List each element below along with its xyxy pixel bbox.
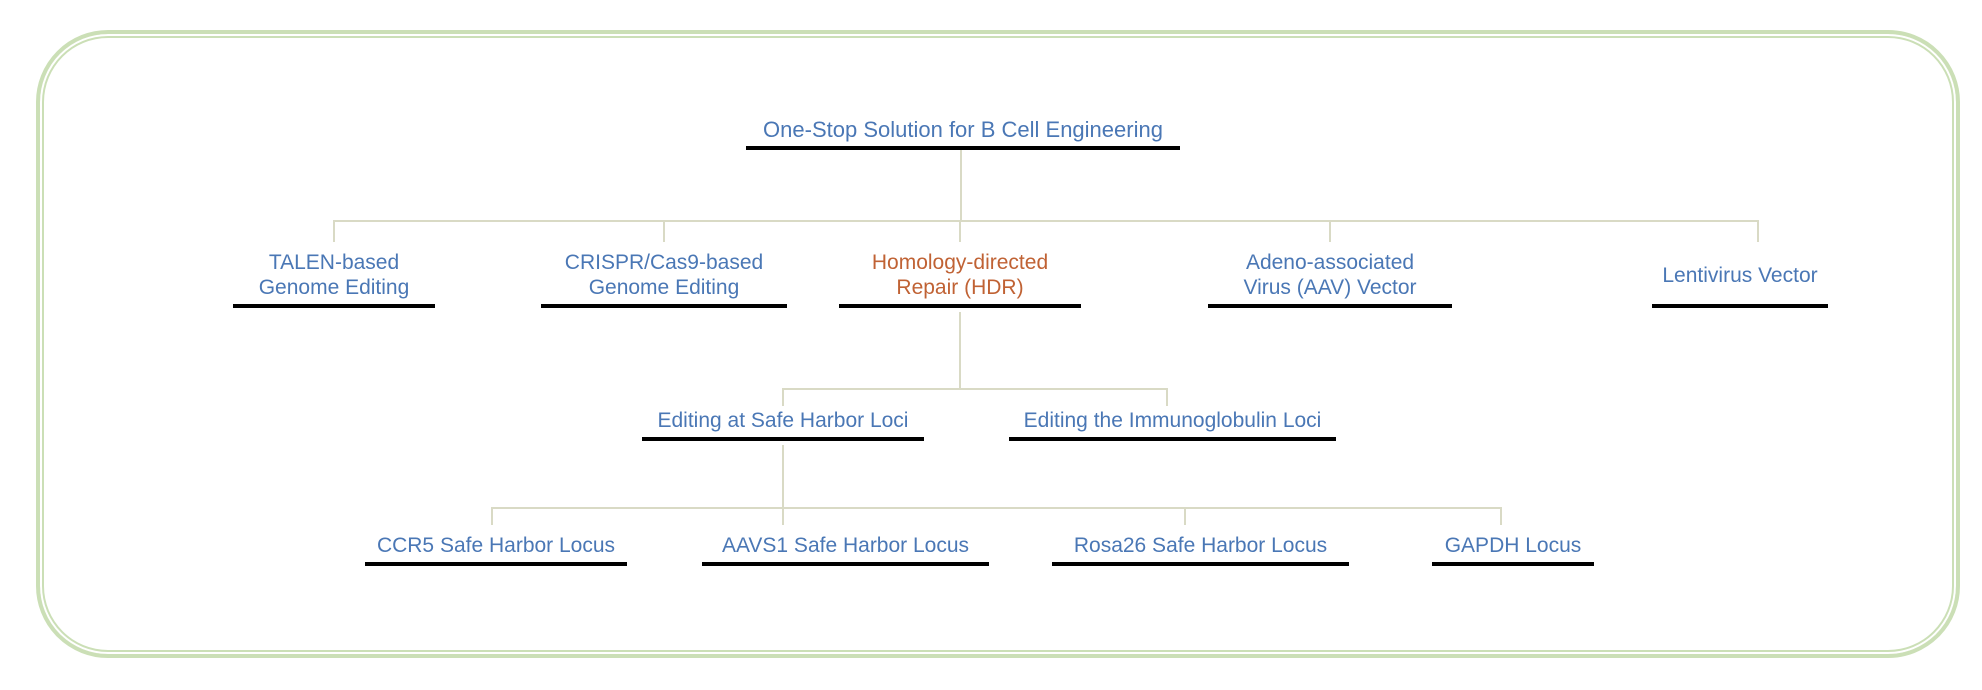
node-editing-at-safe-harbor-loci: Editing at Safe Harbor Loci [642, 403, 924, 441]
connector-drop-lentivirus [1757, 220, 1759, 242]
node-one-stop-solution: One-Stop Solution for B Cell Engineering [746, 112, 1180, 150]
node-underline [746, 146, 1180, 150]
node-ccr5-safe-harbor-locus: CCR5 Safe Harbor Locus [365, 528, 627, 566]
node-rosa26-safe-harbor-locus: Rosa26 Safe Harbor Locus [1052, 528, 1349, 566]
node-label: CRISPR/Cas9-based Genome Editing [564, 251, 764, 299]
node-lentivirus-vector: Lentivirus Vector [1652, 246, 1828, 308]
node-label: Adeno-associated Virus (AAV) Vector [1243, 251, 1417, 299]
node-underline [702, 562, 989, 566]
node-label: CCR5 Safe Harbor Locus [376, 533, 616, 557]
diagram-frame [36, 30, 1960, 658]
connector-drop-talen [333, 220, 335, 242]
connector-drop-crispr [663, 220, 665, 242]
connector-drop-immunoglobulin [1166, 388, 1168, 406]
connector-hdr-stem [959, 312, 961, 390]
node-label: Editing the Immunoglobulin Loci [1023, 408, 1322, 432]
node-underline [642, 437, 924, 441]
node-label: Lentivirus Vector [1662, 263, 1818, 287]
node-gapdh-locus: GAPDH Locus [1432, 528, 1594, 566]
node-adeno-associated-virus-vector: Adeno-associated Virus (AAV) Vector [1208, 246, 1452, 308]
node-underline [233, 304, 435, 308]
node-underline [1652, 304, 1828, 308]
node-label: Editing at Safe Harbor Loci [657, 408, 909, 432]
connector-safe-harbor-stem [782, 445, 784, 525]
node-label: Homology-directed Repair (HDR) [871, 251, 1049, 299]
connector-level4-rail [491, 507, 1502, 509]
node-editing-the-immunoglobulin-loci: Editing the Immunoglobulin Loci [1009, 403, 1336, 441]
node-underline [1432, 562, 1594, 566]
connector-drop-ccr5 [491, 507, 493, 525]
node-underline [1208, 304, 1452, 308]
node-underline [541, 304, 787, 308]
connector-drop-gapdh [1500, 507, 1502, 525]
node-label: GAPDH Locus [1444, 533, 1582, 557]
node-label: AAVS1 Safe Harbor Locus [721, 533, 970, 557]
node-crispr-cas9-based-genome-editing: CRISPR/Cas9-based Genome Editing [541, 246, 787, 308]
node-talen-based-genome-editing: TALEN-based Genome Editing [233, 246, 435, 308]
node-aavs1-safe-harbor-locus: AAVS1 Safe Harbor Locus [702, 528, 989, 566]
node-label: One-Stop Solution for B Cell Engineering [763, 116, 1163, 142]
connector-drop-safe-harbor [782, 388, 784, 406]
connector-drop-rosa26 [1184, 507, 1186, 525]
connector-drop-aav [1329, 220, 1331, 242]
node-underline [365, 562, 627, 566]
node-label: Rosa26 Safe Harbor Locus [1073, 533, 1328, 557]
connector-level3-rail [782, 388, 1168, 390]
node-underline [839, 304, 1081, 308]
node-underline [1052, 562, 1349, 566]
node-homology-directed-repair: Homology-directed Repair (HDR) [839, 246, 1081, 308]
connector-level2-rail [334, 220, 1759, 222]
node-label: TALEN-based Genome Editing [258, 251, 410, 299]
connector-root-stem [960, 150, 962, 220]
connector-drop-hdr [959, 220, 961, 242]
node-underline [1009, 437, 1336, 441]
